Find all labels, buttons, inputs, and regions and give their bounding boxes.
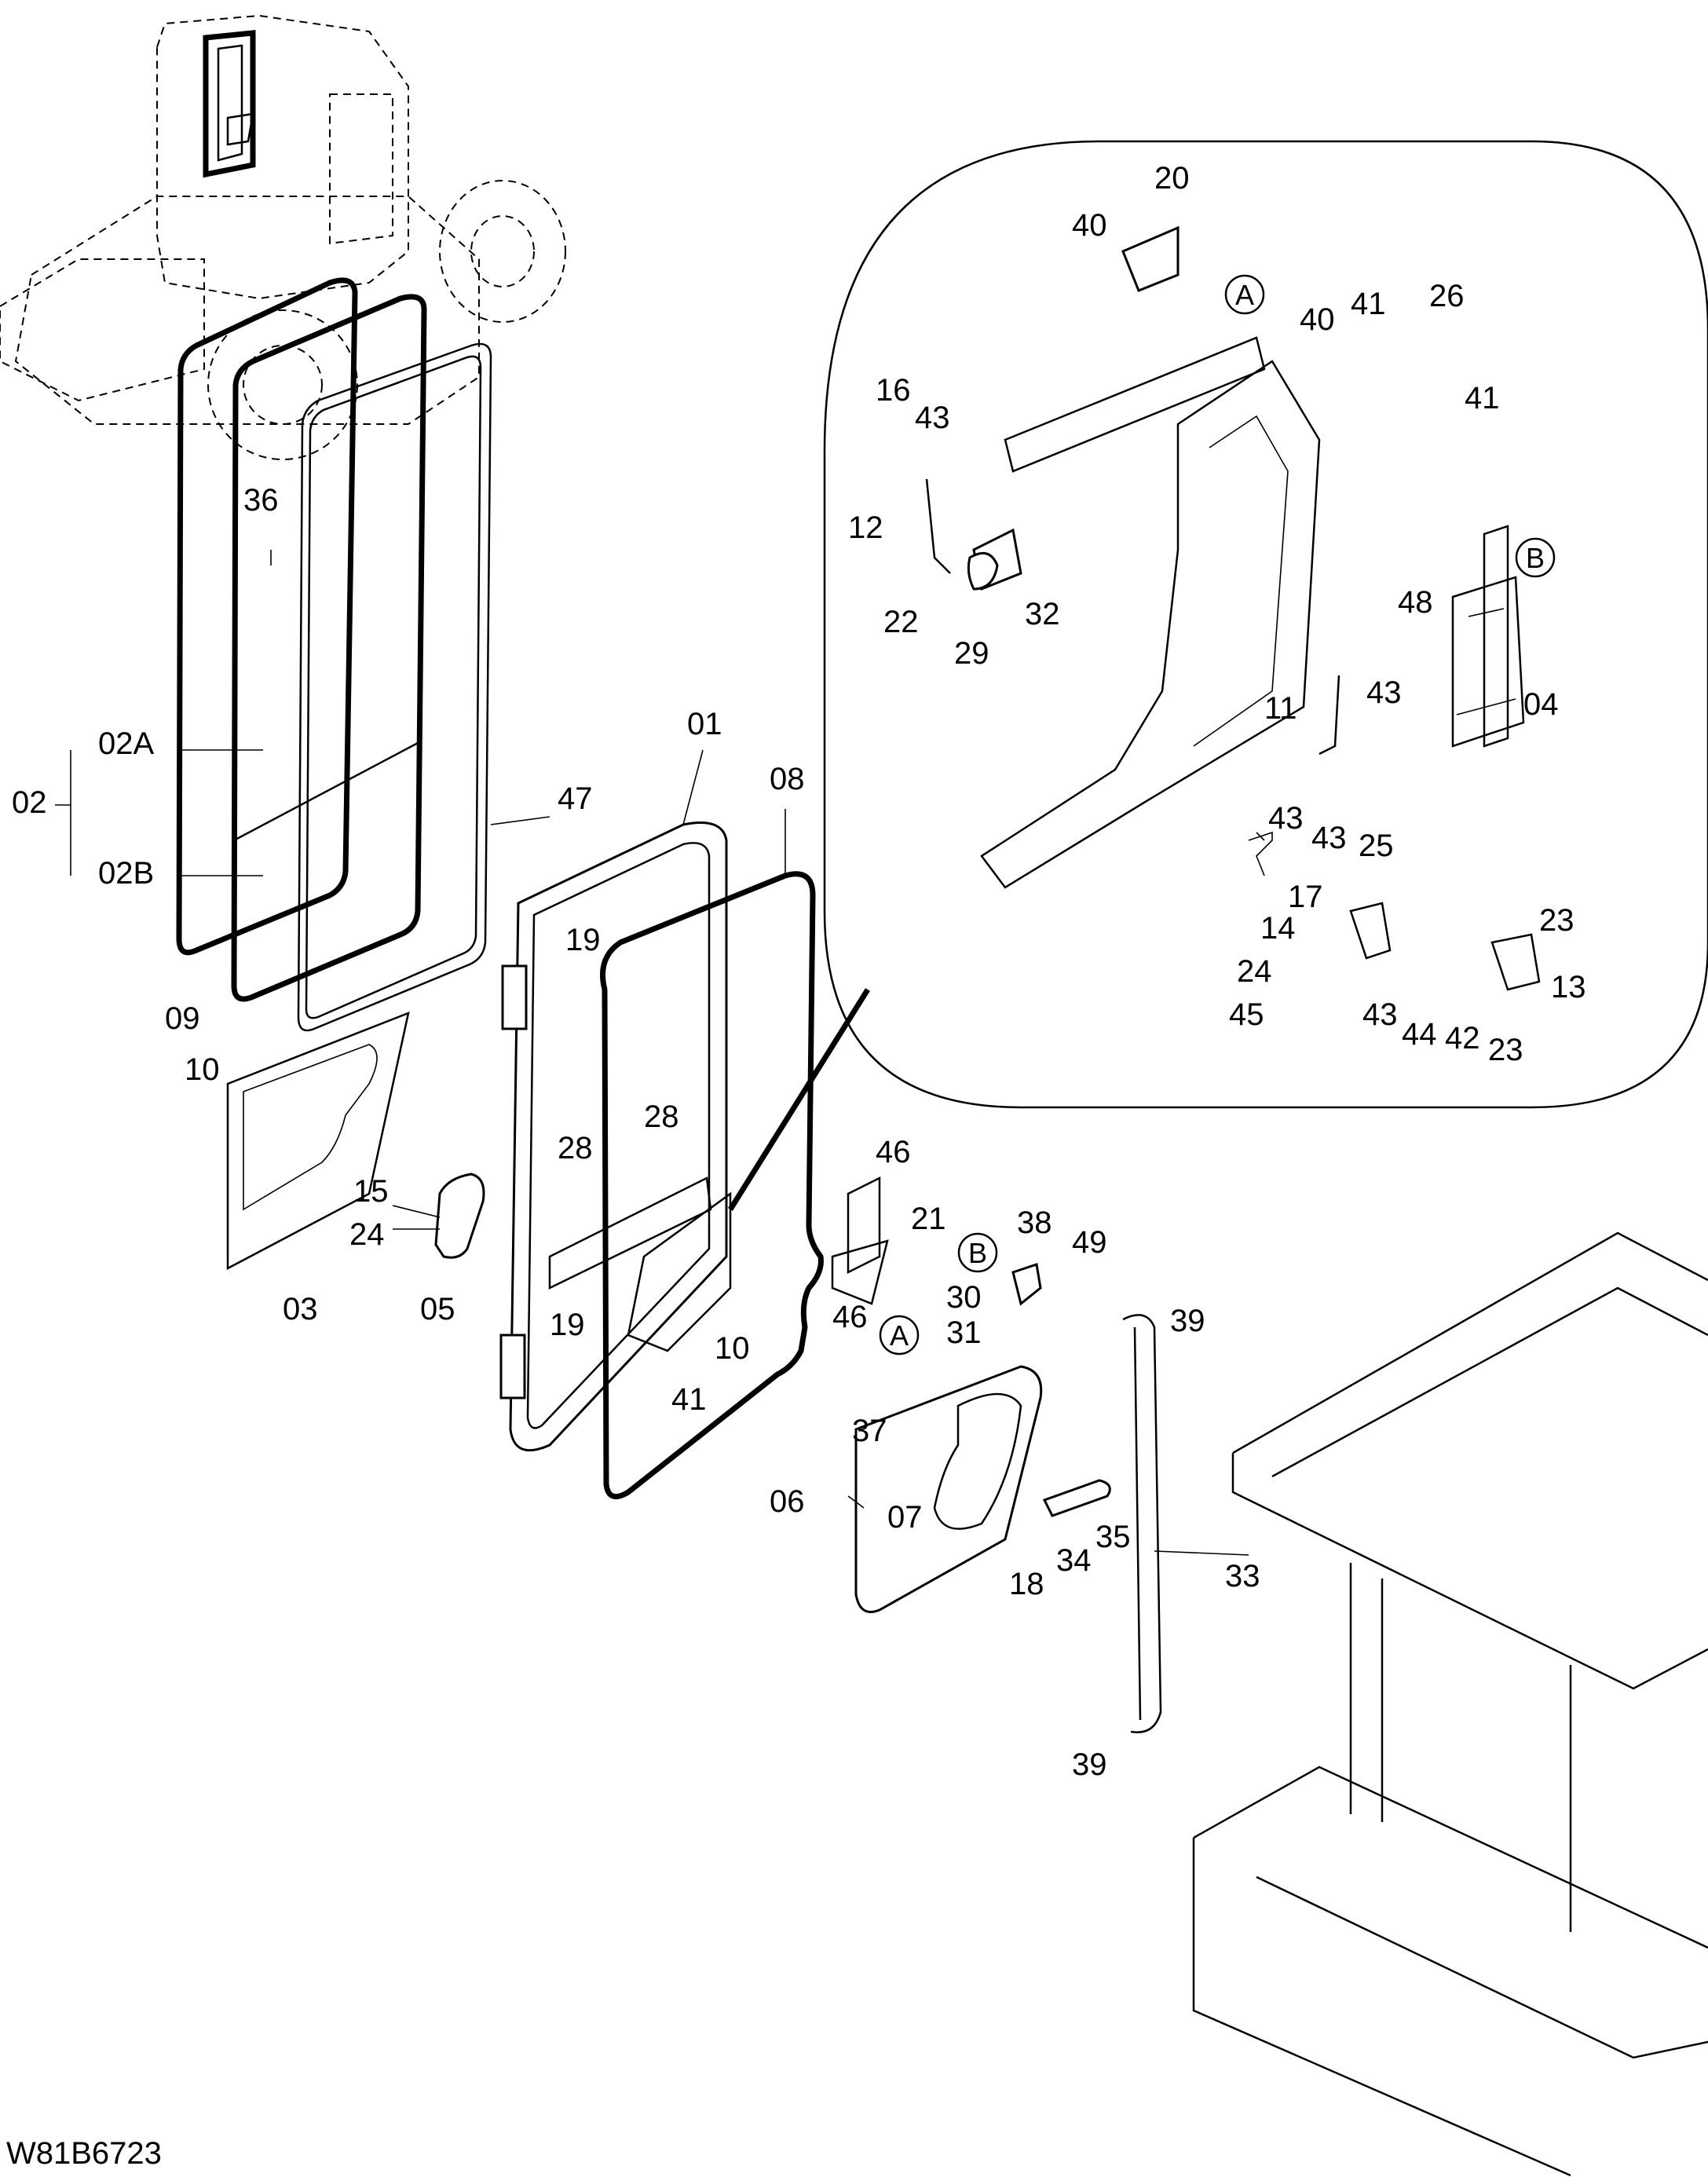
part-label-22: 22 — [883, 605, 919, 639]
drawing-id: W81B6723 — [6, 2136, 162, 2171]
part-label-10-b: 10 — [715, 1331, 750, 1366]
glass-pane-36 — [176, 277, 358, 956]
part-label-05: 05 — [420, 1292, 455, 1326]
part-label-18: 18 — [1009, 1567, 1044, 1601]
part-label-02b: 02B — [98, 856, 154, 891]
part-label-01: 01 — [687, 707, 722, 741]
glass-pane-47 — [297, 342, 492, 1032]
part-label-13: 13 — [1551, 970, 1586, 1004]
part-label-42: 42 — [1445, 1021, 1480, 1056]
cab-frame — [1192, 1231, 1708, 2177]
part-label-04: 04 — [1523, 687, 1559, 722]
part-label-26: 26 — [1429, 279, 1465, 313]
part-label-02: 02 — [12, 785, 47, 820]
part-label-33: 33 — [1225, 1559, 1260, 1593]
part-label-43-c: 43 — [1268, 801, 1304, 836]
bracket-21 — [831, 1176, 889, 1305]
part-label-10: 10 — [185, 1052, 220, 1087]
part-label-02a: 02A — [98, 726, 154, 761]
part-label-43-d: 43 — [1311, 821, 1347, 855]
leader-lines — [55, 550, 1516, 1556]
part-label-20: 20 — [1154, 161, 1190, 196]
part-label-21: 21 — [911, 1202, 946, 1236]
part-labels: 36 02A 02 02B 47 01 08 09 10 03 15 24 05… — [12, 161, 1586, 1782]
callouts: A B A B — [879, 274, 1556, 1356]
glass-pane-02 — [231, 294, 427, 1002]
part-label-41: 41 — [671, 1382, 707, 1417]
part-label-28: 28 — [558, 1131, 593, 1165]
part-label-08: 08 — [770, 762, 805, 796]
part-label-37: 37 — [852, 1414, 887, 1448]
part-label-36: 36 — [243, 483, 279, 518]
callout-b: B — [1526, 542, 1545, 574]
part-label-46: 46 — [876, 1135, 911, 1169]
lower-panel-03 — [226, 1011, 410, 1271]
callout-a-main: A — [890, 1319, 909, 1352]
part-label-07: 07 — [887, 1500, 923, 1535]
callout-a: A — [1235, 279, 1254, 311]
part-label-25: 25 — [1359, 829, 1394, 863]
part-label-38: 38 — [1017, 1206, 1052, 1240]
door-frame-01 — [499, 821, 732, 1452]
part-label-30: 30 — [946, 1280, 982, 1315]
handle-05 — [434, 1173, 485, 1259]
part-label-29: 29 — [954, 636, 989, 671]
part-label-40: 40 — [1072, 208, 1107, 243]
callout-b-main: B — [968, 1237, 987, 1269]
part-label-15: 15 — [353, 1174, 389, 1209]
part-label-39-b: 39 — [1072, 1747, 1107, 1782]
part-label-46-b: 46 — [832, 1300, 868, 1334]
part-label-24: 24 — [349, 1217, 385, 1252]
part-label-09: 09 — [165, 1001, 200, 1036]
part-label-16: 16 — [876, 373, 911, 408]
part-label-47: 47 — [558, 781, 593, 816]
part-label-19: 19 — [565, 923, 601, 957]
part-label-11: 11 — [1264, 691, 1297, 726]
part-label-28-b: 28 — [644, 1099, 679, 1134]
part-label-44: 44 — [1402, 1017, 1437, 1052]
machine-overview-illustration — [0, 14, 566, 460]
part-label-06: 06 — [770, 1484, 805, 1519]
part-label-23: 23 — [1488, 1033, 1523, 1067]
rod-33 — [1122, 1314, 1162, 1733]
detail-view — [728, 140, 1708, 1211]
part-label-39: 39 — [1170, 1304, 1205, 1338]
part-label-17: 17 — [1288, 880, 1323, 914]
strap-34 — [1042, 1479, 1111, 1517]
part-label-35: 35 — [1095, 1520, 1131, 1554]
part-label-43: 43 — [915, 401, 950, 435]
part-label-23-b: 23 — [1539, 903, 1575, 938]
part-label-31: 31 — [946, 1315, 982, 1350]
part-label-49: 49 — [1072, 1225, 1107, 1260]
part-label-14: 14 — [1260, 911, 1296, 946]
part-label-34: 34 — [1056, 1543, 1092, 1578]
part-label-24-b: 24 — [1237, 954, 1272, 989]
trim-panel-06 — [854, 1365, 1043, 1613]
part-label-32: 32 — [1025, 597, 1060, 631]
part-label-48: 48 — [1398, 585, 1433, 620]
part-label-19-b: 19 — [550, 1308, 585, 1342]
part-label-45: 45 — [1229, 997, 1264, 1032]
part-label-40-b: 40 — [1300, 302, 1335, 337]
part-label-03: 03 — [283, 1292, 318, 1326]
part-label-41-b: 41 — [1351, 287, 1386, 321]
part-label-12: 12 — [848, 510, 883, 545]
part-label-43-b: 43 — [1366, 675, 1402, 710]
part-label-41-c: 41 — [1465, 381, 1500, 415]
bracket-38 — [1011, 1263, 1042, 1306]
part-label-43-e: 43 — [1362, 997, 1398, 1032]
